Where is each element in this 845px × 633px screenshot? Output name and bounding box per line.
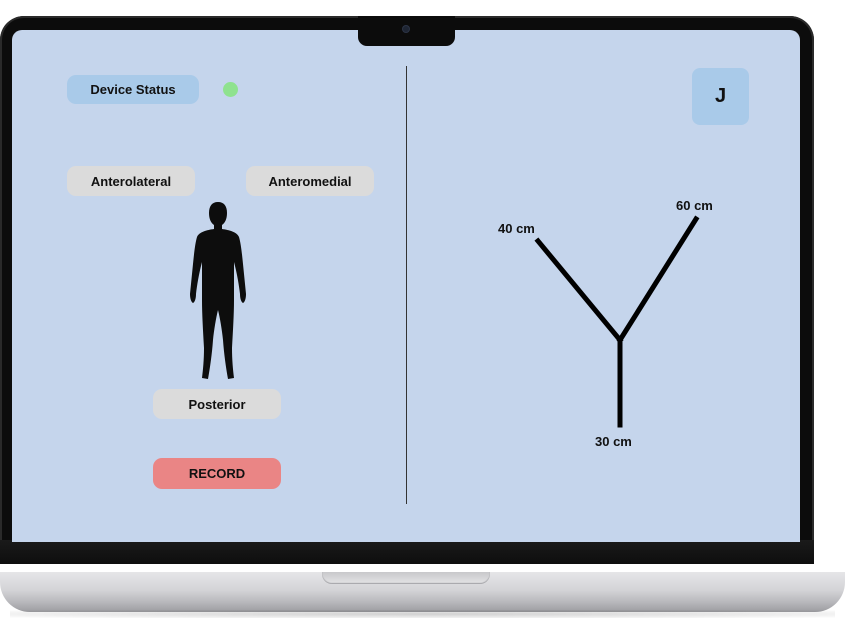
device-status-button[interactable]: Device Status <box>67 75 199 104</box>
laptop-base-notch <box>322 572 490 584</box>
y-balance-diagram: 40 cm 60 cm 30 cm <box>498 198 713 449</box>
anteromedial-reach-line <box>616 215 700 344</box>
anteromedial-button[interactable]: Anteromedial <box>246 166 374 196</box>
screen-notch <box>358 16 455 46</box>
laptop-shadow <box>10 610 835 618</box>
anterolateral-button[interactable]: Anterolateral <box>67 166 195 196</box>
user-avatar[interactable]: J <box>692 68 749 125</box>
posterior-button[interactable]: Posterior <box>153 389 281 419</box>
camera-icon <box>403 26 409 32</box>
record-button[interactable]: RECORD <box>153 458 281 489</box>
laptop-bezel-bottom <box>0 540 814 564</box>
human-silhouette-icon <box>190 202 246 379</box>
posterior-value-label: 30 cm <box>595 434 632 449</box>
panel-divider <box>406 66 407 504</box>
anterolateral-value-label: 40 cm <box>498 221 535 236</box>
app-screen: Device Status Anterolateral Anteromedial… <box>12 30 800 542</box>
status-indicator-dot <box>223 82 238 97</box>
anteromedial-value-label: 60 cm <box>676 198 713 213</box>
anterolateral-reach-line <box>534 237 624 344</box>
